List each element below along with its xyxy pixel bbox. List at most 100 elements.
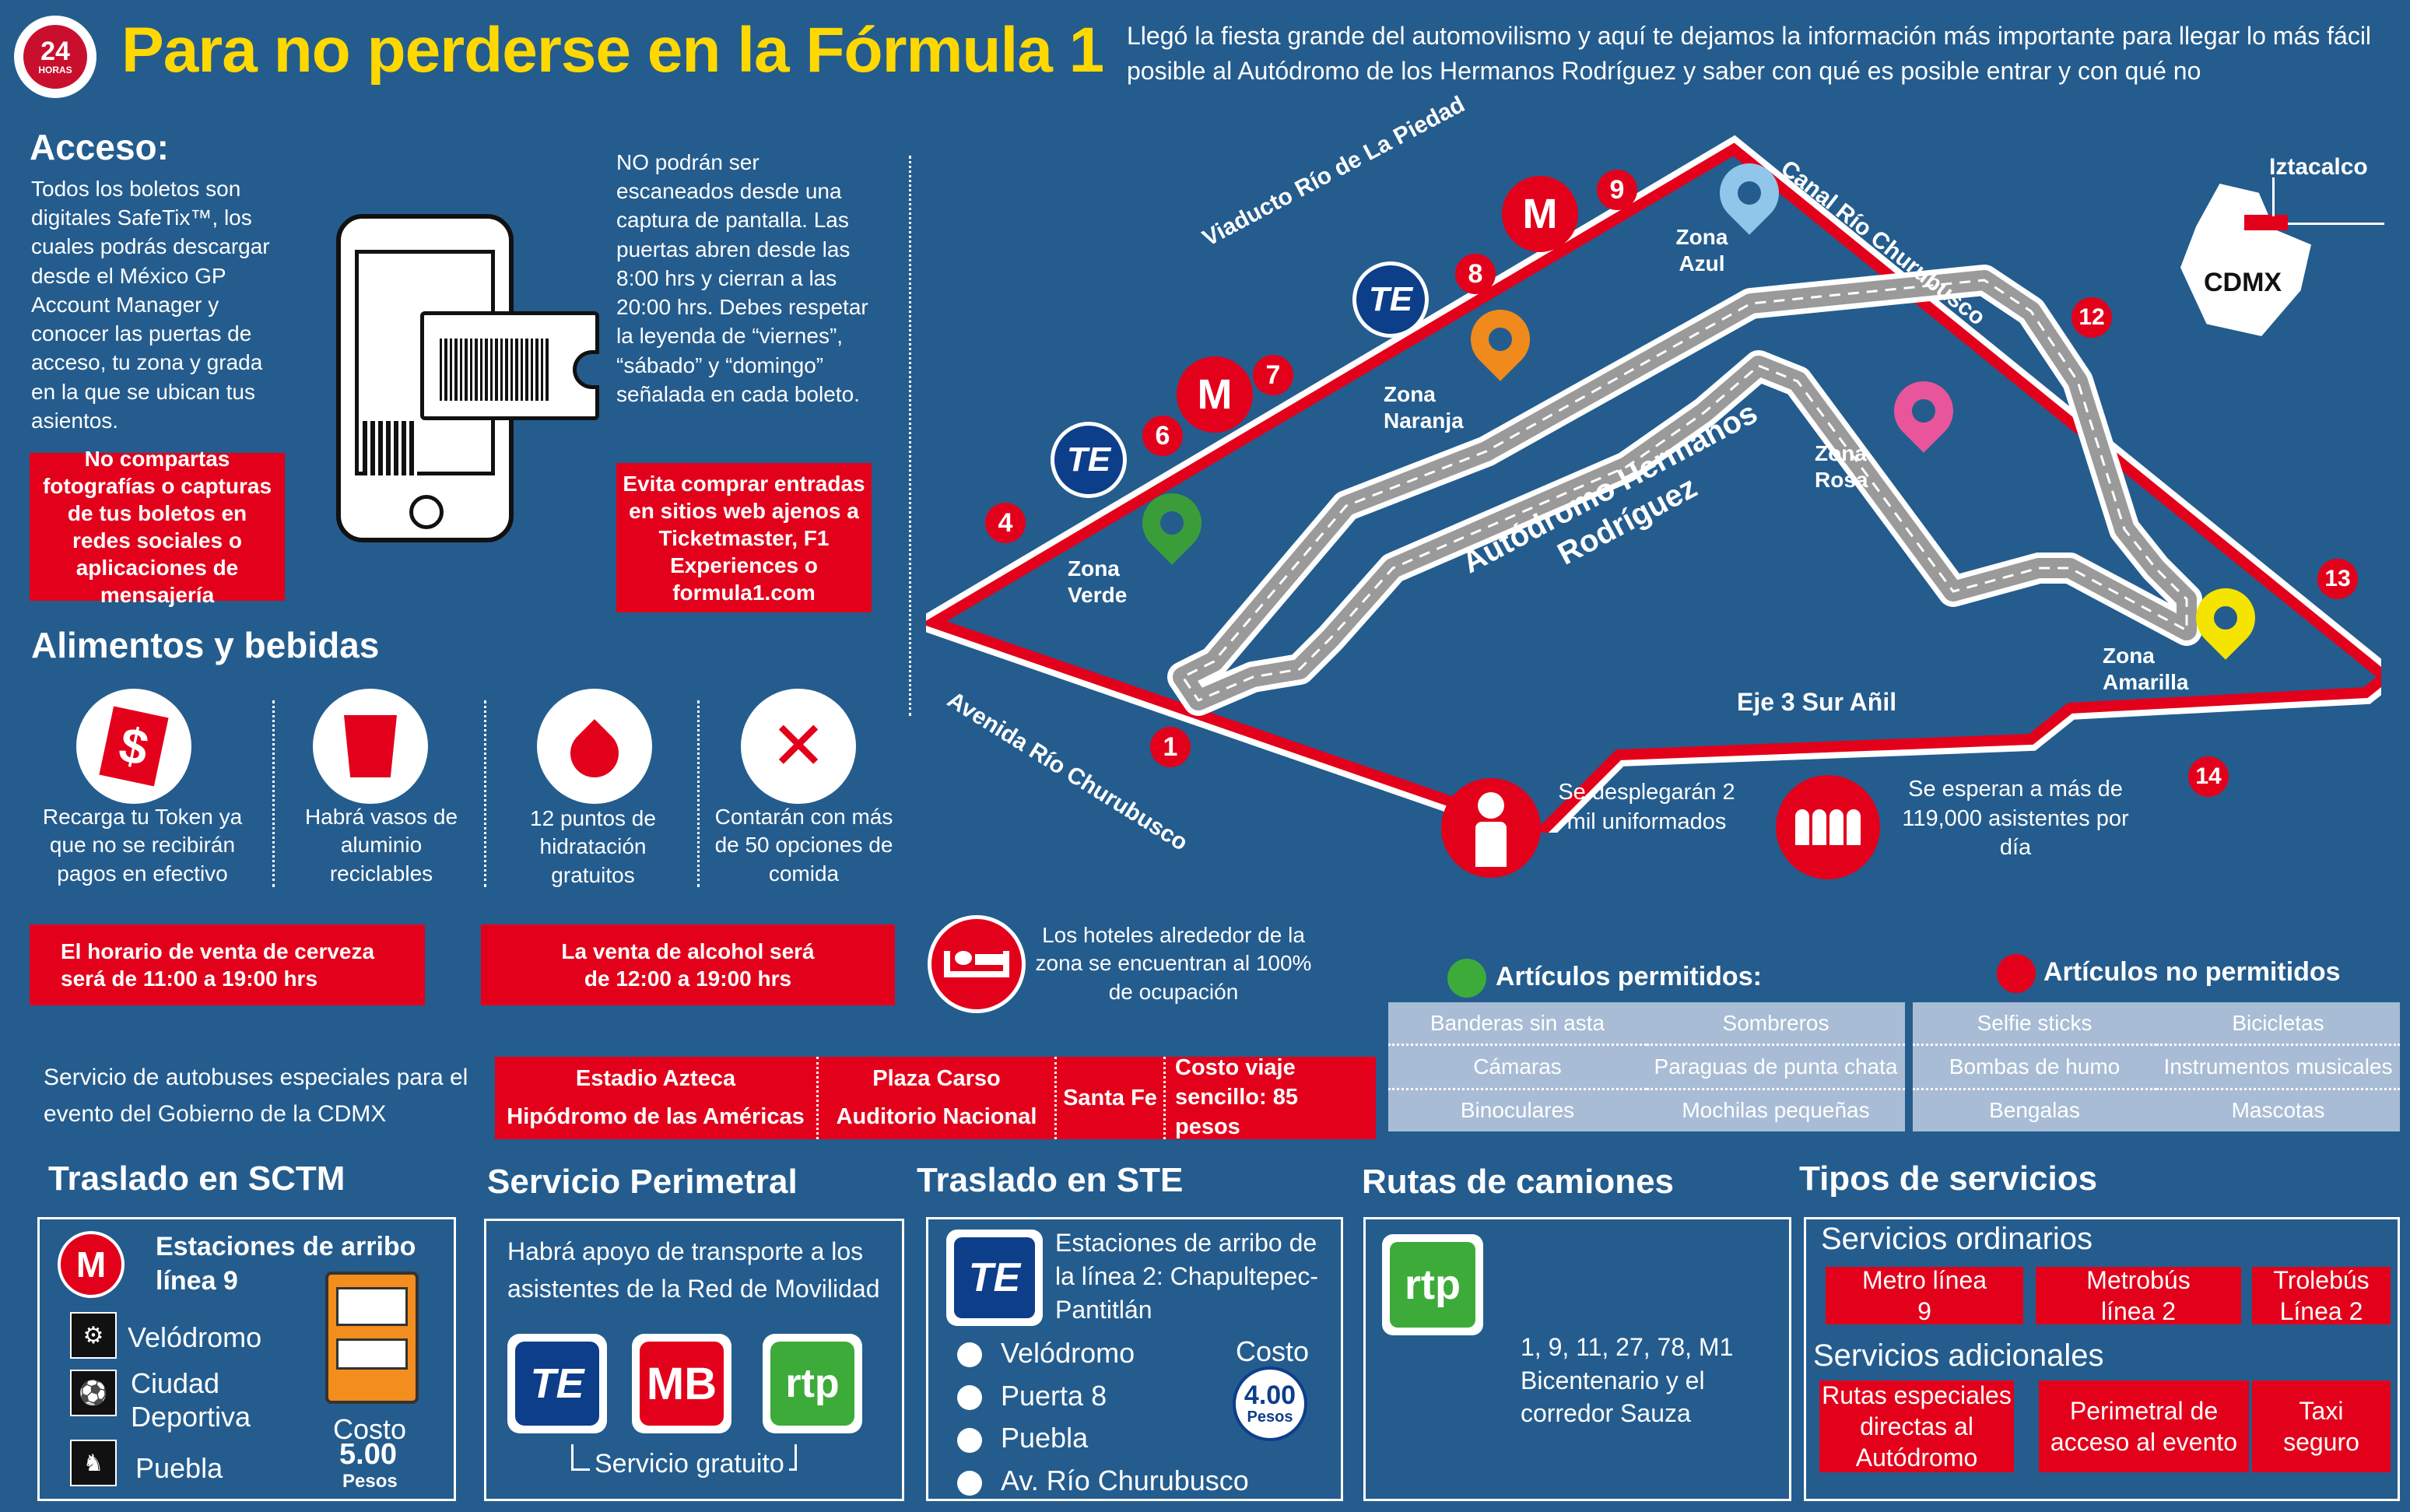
tipo-item: Taxi seguro [2252, 1380, 2391, 1472]
food-item-2: Habrá vasos de aluminio reciclables [304, 805, 458, 886]
zone-verde: Zona Verde [1068, 556, 1128, 607]
food-item-1: Recarga tu Token ya que no se recibirán … [42, 805, 243, 886]
camiones-title: Rutas de camiones [1362, 1163, 1675, 1201]
station-item: Av. Río Churubusco [957, 1460, 1249, 1503]
metro-icon: M [1502, 176, 1578, 252]
no-permitidos-table: Selfie sticks Bicicletas Bombas de humo … [1913, 1002, 2400, 1131]
divider [484, 700, 486, 887]
ste-costo-label: Costo [1236, 1335, 1310, 1367]
gate-8: 8 [1455, 254, 1496, 294]
stop-estadio-azteca: Estadio Azteca [575, 1066, 736, 1091]
list-item: Binoculares [1460, 1098, 1575, 1123]
metro-train-icon [325, 1272, 419, 1404]
warn-compartir: No compartas fotografías o capturas de t… [30, 447, 285, 607]
food-item-3: 12 puntos de hidratación gratuitos [530, 806, 656, 887]
bullet-icon [957, 1385, 982, 1411]
station-name: Puerta 8 [1001, 1379, 1107, 1412]
list-item: Cámaras [1388, 1046, 1647, 1090]
tipos-panel [1804, 1217, 2400, 1501]
stop-santa-fe: Santa Fe [1057, 1057, 1166, 1139]
alimentos-title: Alimentos y bebidas [31, 625, 380, 665]
list-item: Mochilas pequeñas [1682, 1098, 1870, 1123]
sctm-title: Traslado en SCTM [48, 1159, 346, 1198]
costo-pesos: Pesos [342, 1471, 398, 1492]
zone-rosa: Zona Rosa [1815, 441, 1868, 492]
gratuito-label: Servicio gratuito [590, 1449, 789, 1479]
food-item-4: Contarán con más de 50 opciones de comid… [714, 805, 893, 886]
station-item: Velódromo [957, 1332, 1249, 1375]
tipo-item: Metro línea 9 [1826, 1266, 2023, 1325]
iztacalco-line [2288, 223, 2384, 225]
list-item: Mascotas [2231, 1098, 2325, 1123]
ste-title: Traslado en STE [917, 1161, 1184, 1199]
gate-6: 6 [1142, 416, 1183, 456]
adicionales-label: Servicios adicionales [1813, 1338, 2104, 1373]
station-name: Ciudad Deportiva [131, 1367, 251, 1433]
intro-text: Llegó la fiesta grande del automovilismo… [1127, 22, 2372, 85]
iztacalco-label: Iztacalco [2269, 154, 2368, 180]
perimetral-title: Servicio Perimetral [487, 1163, 798, 1201]
acceso-text-2: NO podrán ser escaneados desde una captu… [616, 150, 868, 406]
list-item: Sombreros [1647, 1002, 1905, 1047]
ste-label: Estaciones de arribo de la línea 2: Chap… [1055, 1229, 1318, 1324]
station-item: Puerta 8 [957, 1375, 1249, 1418]
no-permitidos-title: Artículos no permitidos [2043, 957, 2341, 987]
trolebus-icon: TE [1352, 261, 1429, 338]
bed-icon [928, 915, 1026, 1013]
zone-azul: Zona Azul [1675, 225, 1728, 275]
rtp-icon: rtp [1382, 1234, 1483, 1335]
velodromo-icon: ⚙ [70, 1312, 117, 1359]
acceso-text: Todos los boletos son digitales SafeTix™… [31, 177, 270, 433]
zone-amarilla: Zona Amarilla [2103, 644, 2189, 694]
station-list: Velódromo Puerta 8 Puebla Av. Río Churub… [957, 1332, 1249, 1503]
bullet-icon [957, 1470, 982, 1496]
asistentes-text: Se esperan a más de 119,000 asistentes p… [1902, 777, 2129, 861]
token-icon: $ [76, 689, 191, 804]
bullet-icon [957, 1427, 982, 1453]
acceso-title: Acceso: [30, 127, 169, 167]
trolebus-icon: TE [946, 1230, 1043, 1326]
list-item: Bicicletas [2156, 1002, 2400, 1047]
gate-4: 4 [985, 503, 1026, 543]
camiones-text: 1, 9, 11, 27, 78, M1 Bicentenario y el c… [1521, 1333, 1734, 1428]
police-icon [1441, 778, 1541, 878]
ste-costo-badge: 4.00 Pesos [1233, 1366, 1307, 1441]
list-item: Selfie sticks [1913, 1002, 2156, 1047]
divider [272, 700, 275, 887]
autobuses-text: Servicio de autobuses especiales para el… [44, 1065, 468, 1127]
permitidos-title: Artículos permitidos: [1496, 962, 1762, 991]
cup-icon [313, 689, 428, 804]
gate-12: 12 [2071, 297, 2112, 338]
gate-7: 7 [1253, 355, 1293, 395]
list-item: Bengalas [1989, 1098, 2080, 1123]
metrobus-icon: MB [632, 1334, 731, 1433]
divider [697, 700, 700, 887]
zone-naranja: Zona Naranja [1384, 382, 1464, 433]
station-name: Av. Río Churubusco [1001, 1465, 1249, 1497]
costo-label: Costo [333, 1413, 407, 1445]
permitidos-table: Banderas sin asta Sombreros Cámaras Para… [1388, 1002, 1905, 1131]
trolebus-icon: TE [507, 1334, 607, 1433]
perimetral-panel [484, 1219, 904, 1501]
metro-icon: M [58, 1231, 125, 1298]
page-title: Para no perderse en la Fórmula 1 [121, 15, 1104, 86]
gate-1: 1 [1150, 727, 1191, 767]
puebla-icon: ♞ [70, 1440, 117, 1486]
list-item: Paraguas de punta chata [1647, 1046, 1905, 1090]
sctm-label: Estaciones de arribo línea 9 [156, 1232, 416, 1296]
station-name: Puebla [135, 1452, 223, 1484]
permitido-dot [1447, 959, 1486, 998]
ste-panel [926, 1217, 1343, 1501]
stop-plaza-carso: Plaza Carso [872, 1066, 1001, 1091]
costo-value: 4.00 [1244, 1380, 1296, 1410]
food-icon: ✕ [741, 689, 856, 804]
gate-14: 14 [2188, 756, 2229, 797]
gate-9: 9 [1597, 170, 1637, 210]
gate-13: 13 [2317, 559, 2358, 599]
street-eje: Eje 3 Sur Añil [1737, 688, 1897, 716]
bullet-icon [957, 1342, 982, 1368]
uniformados-text: Se desplegarán 2 mil uniformados [1558, 780, 1735, 834]
metro-icon: M [1177, 356, 1253, 433]
list-item: Bombas de humo [1913, 1046, 2156, 1090]
costo-value: 5.00 [339, 1438, 397, 1471]
